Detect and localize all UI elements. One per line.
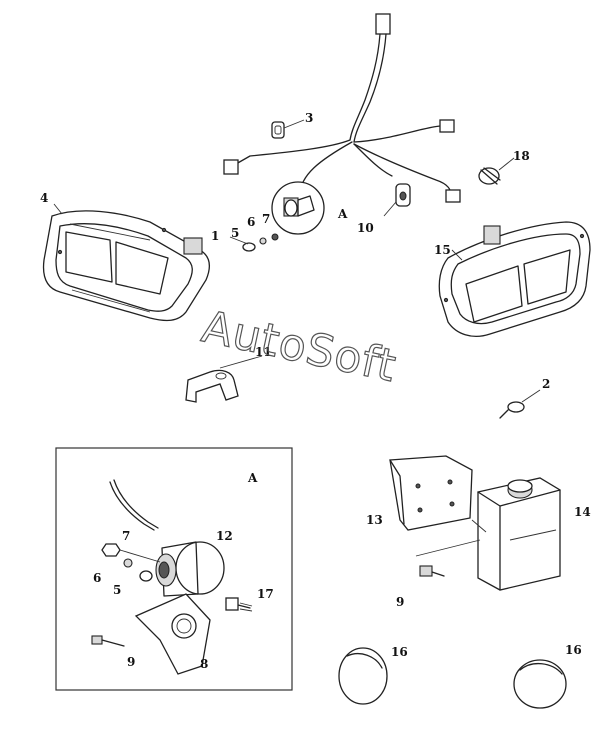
callout-4: 4 (40, 191, 48, 205)
small-fasteners (229, 233, 279, 252)
callout-10: 10 (357, 221, 374, 235)
harness-connector-right (439, 119, 455, 133)
callout-16-left: 16 (391, 645, 408, 659)
part-16-cap-left (338, 647, 388, 705)
part-3-grommet (271, 119, 305, 139)
harness-connector-lower (445, 189, 461, 203)
part-13-bracket (389, 455, 473, 531)
callout-12: 12 (216, 529, 233, 543)
inset-callout-5: 5 (113, 583, 121, 597)
detail-a-marker: A (337, 207, 348, 221)
callout-2: 2 (542, 377, 550, 391)
callout-18: 18 (513, 149, 530, 163)
callout-9: 9 (396, 595, 404, 609)
part-2-bulb (499, 389, 541, 419)
part-10-grommet (383, 183, 411, 217)
callout-17: 17 (257, 587, 274, 601)
inset-callout-7: 7 (122, 529, 130, 543)
detail-a-callout: A (271, 181, 348, 235)
left-headlight (42, 203, 211, 322)
callout-14: 14 (574, 505, 591, 519)
callout-labels: 1 2 3 4 5 6 7 9 10 11 12 13 14 15 16 16 … (40, 111, 591, 671)
part-11-bracket (185, 355, 263, 403)
part-14-reservoir (415, 477, 561, 591)
wiring-harness (223, 13, 461, 203)
inset-callout-9: 9 (127, 655, 135, 669)
callout-15: 15 (434, 243, 451, 257)
callout-7: 7 (262, 212, 270, 226)
callout-16-right: 16 (565, 643, 582, 657)
callout-1: 1 (211, 229, 219, 243)
callout-5: 5 (231, 226, 239, 240)
detail-a-inset: A (55, 447, 293, 691)
part-18-clip (478, 157, 515, 185)
right-headlight (438, 221, 591, 337)
inset-callout-6: 6 (93, 571, 101, 585)
part-16-cap-right (513, 659, 567, 709)
part-9-screw (419, 565, 445, 577)
callout-3: 3 (305, 111, 313, 125)
harness-connector-left (223, 159, 239, 175)
inset-callout-8: 8 (200, 657, 208, 671)
callout-13: 13 (366, 513, 383, 527)
callout-11: 11 (255, 345, 272, 359)
inset-a-marker: A (247, 471, 258, 485)
callout-6: 6 (247, 215, 255, 229)
